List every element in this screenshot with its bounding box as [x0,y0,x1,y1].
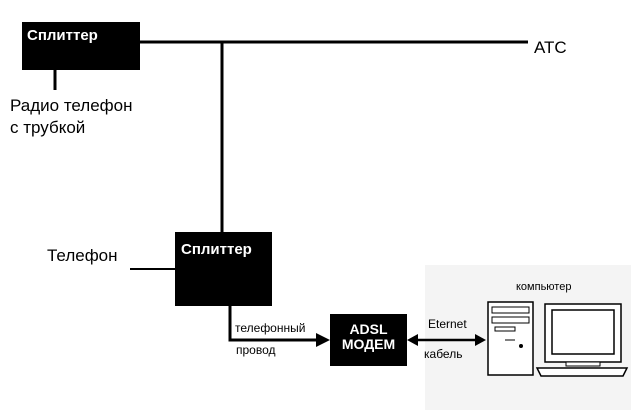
splitter-top-label: Сплиттер [27,27,98,44]
computer-label: компьютер [516,281,572,293]
phone-wire-label-line2: провод [236,343,276,357]
arrow-to-modem [316,333,330,347]
modem-label-line2: МОДЕМ [341,336,396,353]
computer-tower-icon [487,301,534,376]
modem-box [330,314,407,366]
radio-phone-label-line2: с трубкой [10,118,86,137]
ethernet-label-line1: Eternet [428,317,467,331]
modem-label: ADSL МОДЕМ [330,321,407,353]
radio-phone-label-line1: Радио телефон [10,96,133,115]
phone-wire-label-line1: телефонный [235,321,306,335]
arrow-right-ethernet [475,334,486,346]
ats-label: АТС [534,38,567,57]
computer-monitor-icon [535,303,629,377]
modem-label-line1: ADSL [349,321,388,337]
line-phone-wire [228,306,318,342]
splitter-top-box [22,22,140,70]
phone-label: Телефон [47,246,118,265]
splitter-mid-label: Сплиттер [181,241,252,258]
ethernet-label-line2: кабель [424,347,463,361]
splitter-mid-box [175,232,272,306]
arrow-left-ethernet [407,334,418,346]
